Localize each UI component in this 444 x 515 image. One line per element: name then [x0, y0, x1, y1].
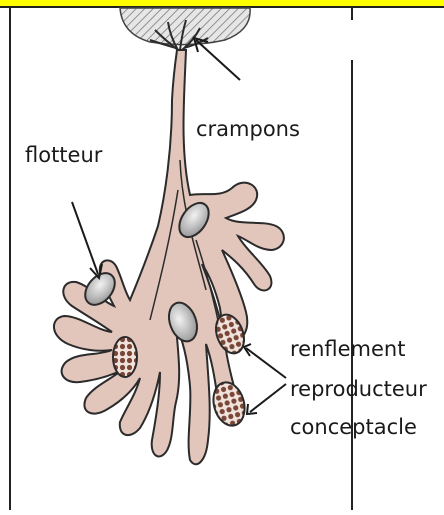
arrow-crampons — [196, 40, 240, 80]
label-crampons: crampons — [196, 117, 300, 141]
receptacle-left — [113, 337, 137, 377]
arrow-receptacle-top — [246, 348, 286, 378]
label-flotteur: flotteur — [25, 143, 103, 167]
thallus — [54, 50, 284, 464]
header-highlight-bar — [0, 0, 444, 6]
arrow-flotteur — [72, 202, 98, 274]
arrow-receptacle-bottom — [250, 384, 286, 412]
label-renflement: renflement — [290, 337, 405, 361]
label-conceptacle: conceptacle — [290, 415, 417, 439]
label-reproducteur: reproducteur — [290, 377, 427, 401]
